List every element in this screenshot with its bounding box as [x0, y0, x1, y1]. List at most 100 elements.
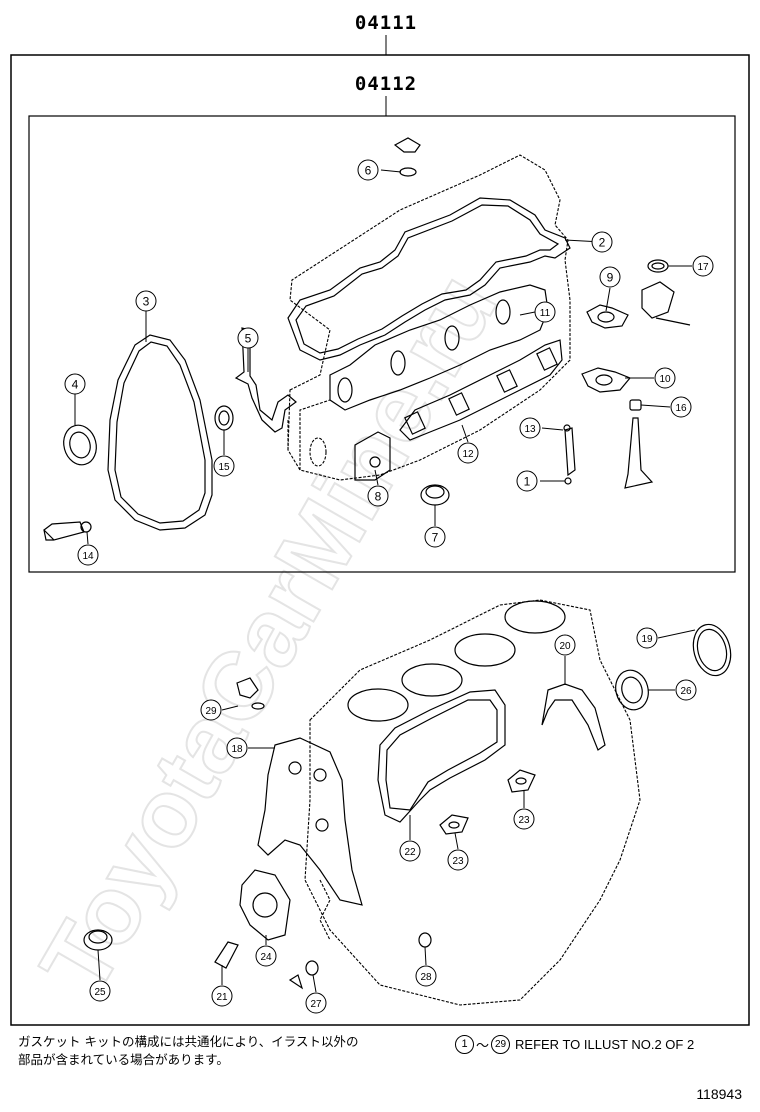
callout-7: 7	[424, 526, 446, 548]
oil-filler-cap	[393, 137, 421, 153]
svg-text:8: 8	[375, 490, 382, 504]
callout-9: 9	[599, 266, 621, 288]
svg-text:15: 15	[218, 462, 230, 473]
callout-14: 14	[77, 544, 99, 566]
svg-text:26: 26	[680, 686, 692, 697]
assembly-label-outer: 04111	[355, 12, 417, 34]
round-seal	[420, 484, 450, 506]
rear-seal-retainer-gasket	[541, 683, 606, 751]
valve-stem-seal	[629, 399, 642, 411]
callout-17: 17	[692, 255, 714, 277]
rear-seal-large	[692, 623, 732, 677]
callout-23a: 23	[447, 849, 469, 871]
callout-10: 10	[654, 367, 676, 389]
cam-seal	[214, 405, 234, 431]
svg-text:18: 18	[231, 744, 243, 755]
svg-text:23: 23	[452, 856, 464, 867]
callout-6: 6	[357, 159, 379, 181]
ref-from-callout: 1	[455, 1035, 474, 1054]
bolt-with-washer	[43, 521, 85, 541]
svg-text:13: 13	[524, 424, 536, 435]
callout-28: 28	[415, 965, 437, 987]
drain-plug-washer	[418, 932, 432, 948]
svg-text:11: 11	[540, 308, 551, 319]
callout-19: 19	[636, 627, 658, 649]
callout-23b: 23	[513, 808, 535, 830]
rear-oil-seal	[615, 669, 649, 711]
ref-text: REFER TO ILLUST NO.2 OF 2	[515, 1037, 695, 1052]
inner-kit-frame	[28, 115, 736, 573]
footer-note: ガスケット キットの構成には共通化により、イラスト以外の 部品が含まれている場合…	[18, 1033, 358, 1069]
svg-text:23: 23	[518, 815, 530, 826]
block-side-gasket	[377, 689, 506, 823]
callout-27: 27	[305, 992, 327, 1014]
oval-gasket-23a	[507, 769, 536, 793]
diamond-gasket-9	[586, 304, 629, 329]
svg-text:9: 9	[607, 271, 614, 285]
callout-15: 15	[213, 455, 235, 477]
callout-2: 2	[591, 231, 613, 253]
water-pump-gasket	[239, 869, 291, 941]
svg-text:7: 7	[432, 531, 439, 545]
svg-text:6: 6	[365, 164, 372, 178]
svg-text:21: 21	[216, 992, 228, 1003]
callout-24: 24	[255, 945, 277, 967]
reference-note: 1 ～ 29 REFER TO ILLUST NO.2 OF 2	[455, 1035, 694, 1054]
callout-13: 13	[519, 417, 541, 439]
svg-text:28: 28	[420, 972, 432, 983]
engine-valve	[624, 417, 654, 489]
svg-text:27: 27	[310, 999, 322, 1010]
svg-text:10: 10	[659, 374, 671, 385]
drain-plug-29	[236, 677, 259, 699]
svg-text:16: 16	[675, 403, 687, 414]
svg-text:29: 29	[205, 706, 217, 717]
seal-17	[647, 259, 669, 273]
watermark: ToyotaCarMine.ru	[21, 256, 518, 1010]
callout-29: 29	[200, 699, 222, 721]
front-oil-seal	[63, 424, 97, 466]
svg-text:24: 24	[260, 952, 272, 963]
callout-5: 5	[237, 327, 259, 349]
callout-20: 20	[554, 634, 576, 656]
injector	[564, 427, 576, 477]
callout-1: 1	[516, 470, 538, 492]
ref-tilde: ～	[476, 1038, 490, 1053]
outer-kit-frame	[10, 54, 750, 1026]
assembly-label-inner: 04112	[355, 73, 417, 95]
callout-25: 25	[89, 980, 111, 1002]
leader-lines	[74, 169, 696, 993]
oval-gasket-23b	[439, 814, 469, 835]
svg-text:20: 20	[559, 641, 571, 652]
callout-3: 3	[135, 290, 157, 312]
callout-8: 8	[367, 485, 389, 507]
bent-wire-gasket	[234, 327, 297, 433]
cylinder-bores	[347, 600, 566, 722]
cylinder-block-illustration	[304, 599, 641, 1006]
svg-text:19: 19	[641, 634, 653, 645]
plug-27	[305, 960, 319, 976]
svg-text:2: 2	[599, 236, 606, 250]
figure-number: 118943	[696, 1086, 742, 1102]
timing-case-gasket	[257, 737, 363, 906]
ref-to-callout: 29	[491, 1035, 511, 1054]
head-cover-gasket	[287, 197, 571, 361]
diamond-gasket-10	[581, 367, 631, 393]
callout-16: 16	[670, 396, 692, 418]
callout-12: 12	[457, 442, 479, 464]
svg-text:5: 5	[245, 332, 252, 346]
svg-text:22: 22	[404, 847, 416, 858]
intake-manifold-gasket	[399, 339, 563, 441]
small-gasket-21	[214, 941, 239, 969]
svg-text:25: 25	[94, 987, 106, 998]
svg-text:17: 17	[697, 262, 709, 273]
callout-18: 18	[226, 737, 248, 759]
svg-text:12: 12	[462, 449, 474, 460]
footer-note-line-2: 部品が含まれている場合があります。	[18, 1052, 229, 1067]
svg-text:14: 14	[82, 551, 94, 562]
callout-22: 22	[399, 840, 421, 862]
small-flange-gasket	[354, 431, 391, 481]
callout-21: 21	[211, 985, 233, 1007]
callout-4: 4	[64, 373, 86, 395]
timing-cover-gasket	[107, 334, 213, 531]
